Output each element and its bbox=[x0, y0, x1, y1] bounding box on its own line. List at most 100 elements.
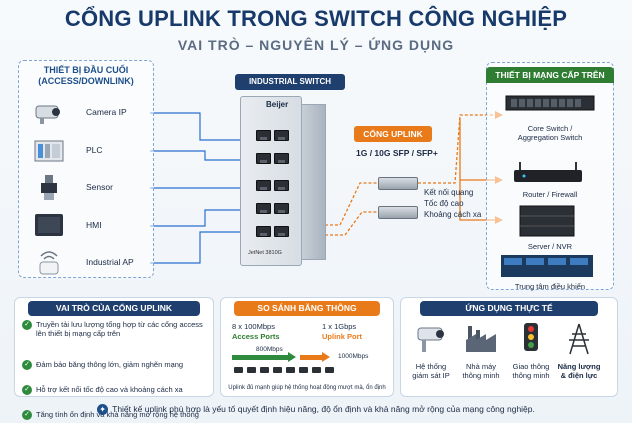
app-label-line2: thông minh bbox=[462, 371, 500, 380]
uplink-port-label: Uplink Port bbox=[322, 332, 363, 341]
control-center-label: Trung tâm điều khiển bbox=[514, 282, 586, 291]
control-center-icon bbox=[501, 255, 593, 277]
device-sensor: Sensor bbox=[28, 173, 148, 203]
device-plc: PLC bbox=[28, 136, 148, 166]
switch-port bbox=[256, 226, 271, 237]
fiber-note-line1: Kết nối quang bbox=[424, 188, 474, 197]
app-label-ip-surveillance: Hệ thống giám sát IP bbox=[404, 362, 458, 380]
camera-icon bbox=[35, 105, 60, 124]
role-item-text: Đảm bảo băng thông lớn, giảm nghẽn mạng bbox=[36, 360, 184, 369]
switch-port bbox=[274, 153, 289, 164]
hmi-icon bbox=[35, 214, 63, 236]
sfp-module-icon bbox=[378, 177, 418, 190]
device-label: Camera IP bbox=[86, 107, 127, 117]
role-item-text: Tăng tính ổn định và khả năng mở rộng hệ… bbox=[36, 410, 199, 419]
footer-note: ✦Thiết kế uplink phù hợp là yếu tố quyết… bbox=[0, 404, 632, 416]
app-label-energy: Năng lượng & điện lực bbox=[552, 362, 606, 380]
device-hmi: HMI bbox=[28, 211, 148, 241]
fiber-note-line3: Khoảng cách xa bbox=[424, 210, 482, 219]
uplink-count: 1 x 1Gbps bbox=[322, 322, 357, 331]
app-label-line1: Hệ thống bbox=[415, 362, 447, 371]
switch-side-panel bbox=[302, 104, 326, 260]
access-bandwidth-arrow bbox=[288, 352, 296, 362]
role-item-text: Truyền tải lưu lượng tổng hợp từ các cổn… bbox=[36, 320, 203, 338]
uplink-speed: 1G / 10G SFP / SFP+ bbox=[356, 148, 438, 158]
core-switch-label: Core Switch / Aggregation Switch bbox=[486, 124, 614, 142]
page-title: CỔNG UPLINK TRONG SWITCH CÔNG NGHIỆP bbox=[64, 6, 568, 31]
role-item: ✓ Truyền tải lưu lượng tổng hợp từ các c… bbox=[22, 320, 208, 338]
fiber-note: Kết nối quang Tốc độ cao Khoảng cách xa bbox=[424, 187, 481, 220]
upper-network-title: THIẾT BỊ MẠNG CẤP TRÊN bbox=[486, 67, 614, 83]
access-ports-label: Access Ports bbox=[232, 332, 280, 341]
switch-model: JetNet 3810G bbox=[248, 250, 282, 256]
access-cables-icon bbox=[234, 367, 334, 373]
factory-icon bbox=[466, 326, 496, 352]
app-label-line1: Năng lượng bbox=[557, 362, 601, 371]
role-item: ✓ Tăng tính ổn định và khả năng mở rộng … bbox=[22, 410, 208, 420]
role-item: ✓ Đảm bảo băng thông lớn, giảm nghẽn mạn… bbox=[22, 360, 208, 370]
role-item: ✓ Hỗ trợ kết nối tốc độ cao và khoảng cá… bbox=[22, 385, 208, 395]
device-label: HMI bbox=[86, 220, 102, 230]
plc-icon bbox=[34, 140, 64, 162]
device-label: Industrial AP bbox=[86, 257, 134, 267]
switch-port bbox=[256, 130, 271, 141]
traffic-light-icon bbox=[524, 323, 538, 351]
switch-port bbox=[256, 153, 271, 164]
switch-port bbox=[256, 180, 271, 191]
device-camera-ip: Camera IP bbox=[28, 98, 148, 128]
end-devices-panel bbox=[18, 60, 154, 278]
app-label-line2: giám sát IP bbox=[412, 371, 450, 380]
check-icon: ✓ bbox=[22, 320, 32, 330]
switch-port bbox=[274, 130, 289, 141]
applications-title: ỨNG DỤNG THỰC TẾ bbox=[420, 301, 598, 316]
footer-text: Thiết kế uplink phù hợp là yếu tố quyết … bbox=[112, 404, 535, 414]
check-icon: ✓ bbox=[22, 385, 32, 395]
access-point-icon bbox=[39, 251, 59, 275]
end-devices-title-line1: THIẾT BỊ ĐẦU CUỐI bbox=[43, 65, 129, 75]
switch-port bbox=[256, 203, 271, 214]
role-item-text: Hỗ trợ kết nối tốc độ cao và khoảng cách… bbox=[36, 385, 183, 394]
uplink-bandwidth-bar bbox=[300, 355, 324, 360]
switch-port bbox=[274, 226, 289, 237]
compare-panel-title: SO SÁNH BĂNG THÔNG bbox=[234, 301, 380, 316]
server-label: Server / NVR bbox=[527, 242, 573, 251]
sfp-module-icon bbox=[378, 206, 418, 219]
core-switch-label-line1: Core Switch / bbox=[527, 124, 573, 133]
device-label: PLC bbox=[86, 145, 103, 155]
access-count: 8 x 100Mbps bbox=[232, 322, 275, 331]
check-icon: ✓ bbox=[22, 410, 32, 420]
app-label-line2: thông minh bbox=[512, 371, 550, 380]
router-label: Router / Firewall bbox=[522, 190, 578, 199]
switch-port bbox=[274, 203, 289, 214]
power-tower-icon bbox=[569, 323, 589, 355]
end-devices-title-line2: (ACCESS/DOWNLINK) bbox=[38, 76, 134, 86]
device-label: Sensor bbox=[86, 182, 113, 192]
uplink-bandwidth-value: 1000Mbps bbox=[338, 353, 369, 360]
app-label-line2: & điện lực bbox=[560, 371, 598, 380]
app-label-smart-factory: Nhà máy thông minh bbox=[454, 362, 508, 380]
app-label-line1: Nhà máy bbox=[465, 362, 496, 371]
app-label-smart-traffic: Giao thông thông minh bbox=[504, 362, 558, 380]
sensor-icon bbox=[41, 175, 57, 200]
fiber-note-line2: Tốc độ cao bbox=[424, 199, 464, 208]
app-label-line1: Giao thông bbox=[512, 362, 550, 371]
industrial-switch bbox=[240, 96, 302, 266]
access-bandwidth-value: 800Mbps bbox=[256, 346, 283, 353]
access-bandwidth-bar bbox=[232, 355, 292, 360]
cctv-icon bbox=[417, 327, 444, 352]
compare-note: Uplink đủ mạnh giúp hệ thống hoạt động m… bbox=[228, 385, 386, 391]
switch-label: INDUSTRIAL SWITCH bbox=[235, 74, 345, 90]
router-icon bbox=[514, 162, 582, 182]
device-industrial-ap: Industrial AP bbox=[28, 248, 148, 278]
role-panel-title: VAI TRÒ CỦA CỔNG UPLINK bbox=[28, 301, 200, 316]
end-devices-title: THIẾT BỊ ĐẦU CUỐI (ACCESS/DOWNLINK) bbox=[18, 65, 154, 87]
core-switch-icon bbox=[505, 95, 595, 111]
server-icon bbox=[519, 205, 575, 237]
uplink-bandwidth-arrow bbox=[322, 352, 330, 362]
check-icon: ✓ bbox=[22, 360, 32, 370]
uplink-tag: CỔNG UPLINK bbox=[354, 126, 432, 142]
page-subtitle: VAI TRÒ – NGUYÊN LÝ – ỨNG DỤNG bbox=[177, 37, 455, 53]
switch-port bbox=[274, 180, 289, 191]
lightbulb-icon: ✦ bbox=[97, 404, 109, 416]
switch-brand: Beijer bbox=[266, 100, 289, 109]
